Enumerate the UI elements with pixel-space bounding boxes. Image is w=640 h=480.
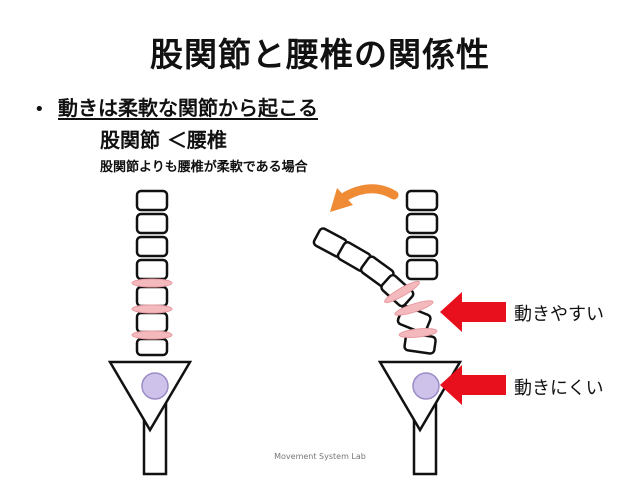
right-ghost-vertebra-1: [405, 189, 439, 212]
curved-arrow-icon: [330, 184, 399, 212]
label-easy-to-move: 動きやすい: [514, 304, 604, 325]
right-disc-2: [394, 300, 434, 316]
label-hard-to-move: 動きにくい: [514, 378, 604, 399]
left-vertebra-6: [135, 311, 169, 334]
red-arrow-left-icon: [440, 365, 506, 405]
footer-text: Movement System Lab: [274, 452, 366, 461]
left-vertebra-1: [135, 189, 169, 212]
left-vertebra-5: [135, 285, 169, 308]
left-femoral-head: [141, 372, 169, 400]
condition-text: 股関節よりも腰椎が柔軟である場合: [100, 160, 308, 175]
right-femoral-head: [412, 372, 440, 400]
left-disc-1: [131, 278, 173, 288]
left-vertebra-7: [135, 337, 169, 357]
left-disc-2: [131, 304, 173, 314]
right-ghost-vertebra-3: [405, 235, 439, 258]
bullet-point: • 動きは柔軟な関節から起こる: [34, 92, 318, 121]
left-vertebra-4: [135, 258, 169, 281]
left-disc-3: [131, 330, 173, 340]
slide-title: 股関節と腰椎の関係性: [150, 35, 490, 74]
left-vertebra-2: [135, 212, 169, 235]
neutral-spine: [107, 189, 193, 476]
right-ghost-vertebra-4: [405, 258, 439, 281]
right-disc-3: [398, 328, 438, 338]
right-disc-1: [384, 280, 420, 304]
bullet-text: 動きは柔軟な関節から起こる: [58, 96, 318, 120]
right-ghost-vertebra-2: [405, 212, 439, 235]
comparison-text: 股関節 ＜腰椎: [100, 128, 227, 152]
flexed-spine: [312, 189, 463, 476]
bullet-dot-icon: •: [34, 99, 45, 120]
red-arrow-left-icon: [440, 292, 506, 332]
left-vertebra-3: [135, 235, 169, 258]
